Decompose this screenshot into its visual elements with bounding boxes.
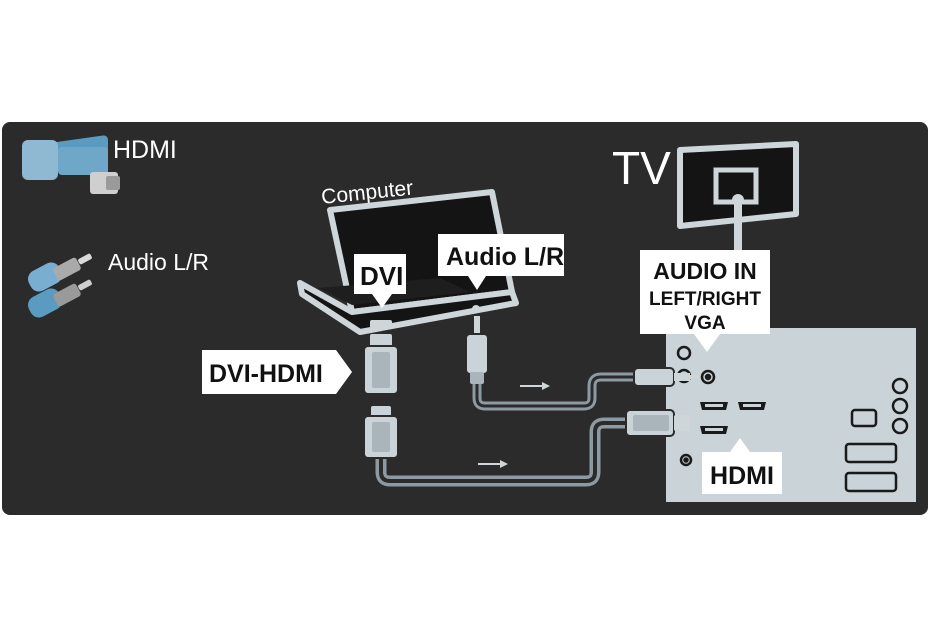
audio-in-left-right-label: LEFT/RIGHT <box>649 289 761 310</box>
audio-in-vga-label: VGA <box>684 313 725 334</box>
legend-hdmi-label: HDMI <box>113 136 177 164</box>
legend-audio-label: Audio L/R <box>108 249 209 275</box>
audio-in-label: AUDIO IN <box>653 258 757 284</box>
tv-title: TV <box>612 142 671 194</box>
tv-hdmi-label: HDMI <box>710 462 774 490</box>
dvi-label: DVI <box>360 261 403 291</box>
laptop-audio-label: Audio L/R <box>446 243 564 271</box>
dvi-hdmi-label: DVI-HDMI <box>209 360 323 388</box>
